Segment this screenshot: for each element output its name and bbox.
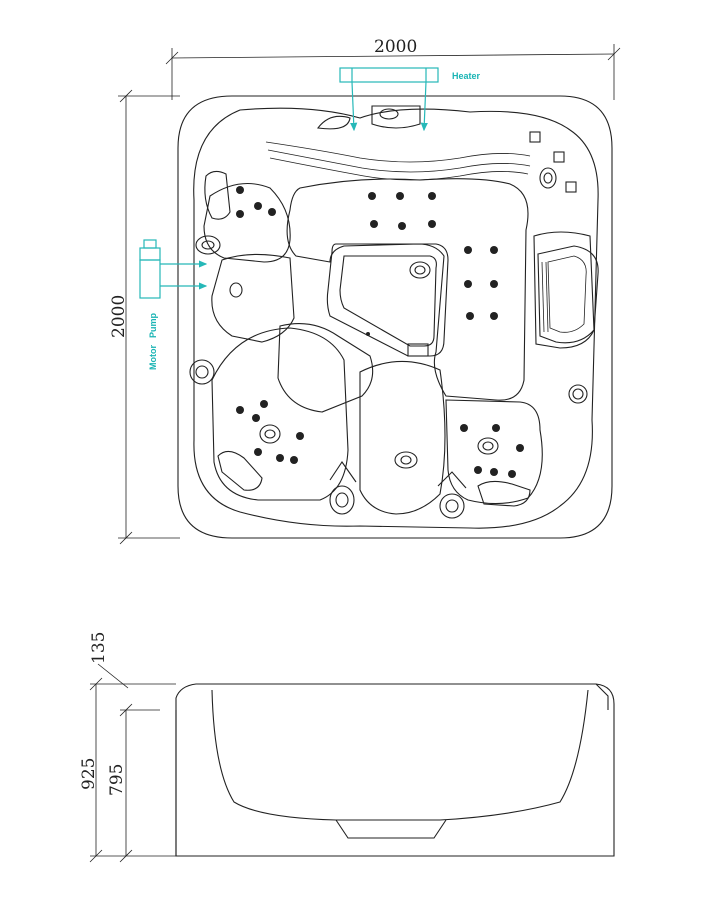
seat-bottom-left [211, 327, 349, 501]
large-jets [189, 131, 577, 519]
pillow-bottom-left [217, 450, 263, 491]
lip-height-value: 135 [89, 632, 109, 664]
seat-bottom-center [359, 360, 446, 515]
seat-left [211, 253, 295, 343]
pillow-top-left [204, 170, 231, 220]
heater-unit: Heater [339, 67, 481, 132]
side-inner-tub [211, 689, 589, 821]
motor-label: Motor [148, 345, 158, 370]
width-value: 2000 [374, 37, 417, 57]
depth-value: 2000 [109, 295, 129, 338]
spa-top-view: Heater Motor Pump [139, 67, 613, 539]
total-height-value: 925 [79, 758, 99, 790]
side-outer-shell [175, 683, 615, 857]
top-width-dimension: 2000 [165, 37, 621, 100]
spa-side-view [175, 683, 615, 857]
center-footwell [286, 178, 529, 401]
spa-inner-rim [193, 107, 599, 529]
pillow-bottom-right [477, 480, 531, 507]
seat-center-left [277, 323, 374, 413]
pump-label: Pump [148, 312, 158, 338]
small-jets [236, 186, 524, 478]
side-height-dimensions: 135 925 795 [79, 632, 176, 863]
heater-label: Heater [452, 71, 481, 81]
top-depth-dimension: 2000 [109, 89, 180, 545]
motor-pump-unit: Motor Pump [139, 239, 208, 370]
seat-left-upper [203, 183, 291, 263]
spa-outer-shell [177, 95, 613, 539]
skimmer [537, 245, 599, 344]
seat-height-value: 795 [107, 764, 127, 796]
